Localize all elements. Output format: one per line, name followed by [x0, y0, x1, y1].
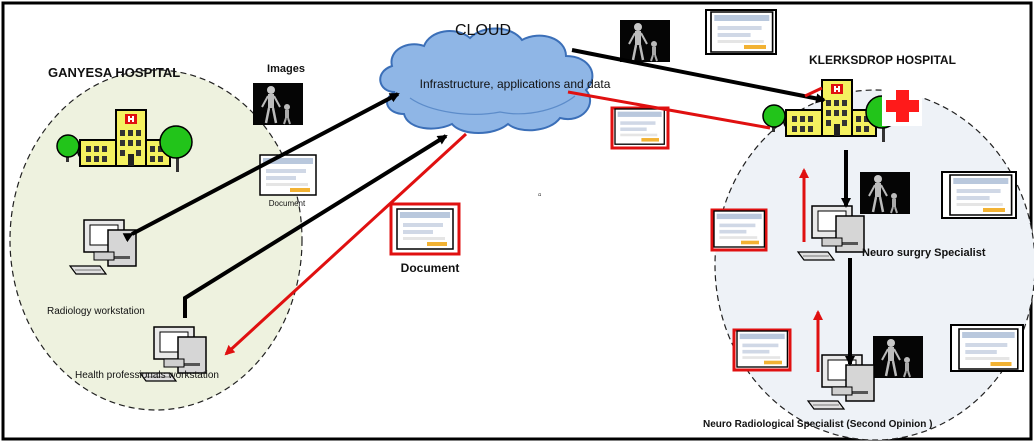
radiology-workstation-label: Radiology workstation [47, 306, 145, 317]
cloud-title: CLOUD [455, 22, 511, 39]
radiology-cloud-arrow [122, 92, 400, 243]
document-icon [389, 202, 461, 256]
xray-image-icon [871, 334, 925, 380]
ganyesa-hospital-label: GANYESA HOSPITAL [48, 65, 180, 80]
document-icon [710, 208, 768, 252]
document-icon [941, 171, 1017, 219]
cloud-icon [379, 27, 594, 134]
neuro-surgery-label: Neuro surgry Specialist [862, 247, 986, 259]
images-label: Images [267, 63, 305, 75]
cloud-klerksdrop-arrow [571, 48, 826, 104]
klerksdrop-hospital-label: KLERKSDROP HOSPITAL [809, 53, 956, 67]
red-cross-icon [882, 86, 922, 126]
cloud-health-red-arrow [224, 132, 468, 356]
health-workstation-label: Health professionals workstation [75, 370, 219, 381]
document-small-label: Document [269, 199, 306, 208]
health-cloud-arrow [183, 134, 448, 318]
klerksdrop-cloud-red-line [567, 90, 771, 130]
document-icon [732, 328, 792, 372]
hospital-red-connector [804, 86, 823, 98]
xray-image-icon [618, 18, 672, 64]
document-icon [705, 9, 777, 55]
cloud-subtitle: Infrastructure, applications and data [420, 77, 611, 91]
dot-marker: ▫ [538, 190, 542, 201]
document-icon [950, 324, 1024, 372]
xray-image-icon [251, 81, 305, 127]
document-label: Document [401, 261, 460, 275]
document-icon [610, 106, 670, 150]
neuro-radiology-label: Neuro Radiological Specialist (Second Op… [703, 419, 932, 430]
xray-image-icon [858, 170, 912, 216]
